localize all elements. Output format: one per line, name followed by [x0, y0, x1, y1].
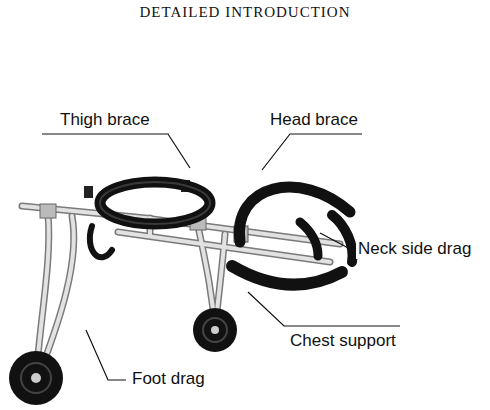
part-label: Head brace: [268, 110, 360, 130]
hub: [211, 326, 219, 334]
leader-line: [248, 292, 400, 326]
thigh-brace-highlight: [100, 182, 210, 224]
leader-lines: [42, 134, 400, 380]
frame-tube: [22, 206, 340, 378]
tyre: [193, 308, 237, 352]
hub: [31, 373, 41, 383]
leader-line: [320, 233, 352, 250]
rim: [203, 318, 227, 342]
rear-strut: [40, 216, 74, 372]
neck-side-pad: [332, 215, 353, 262]
leader-line: [42, 134, 190, 168]
part-label: Neck side drag: [356, 239, 473, 259]
part-label: Chest support: [288, 331, 398, 351]
frame-tube-outline: [22, 206, 340, 378]
rear-wheel: [9, 351, 63, 405]
thigh-brace-pad: [100, 182, 210, 224]
leader-line: [262, 134, 362, 170]
leader-line: [86, 330, 126, 380]
page-title: DETAILED INTRODUCTION: [0, 4, 490, 21]
rim: [21, 363, 51, 393]
clamp: [40, 204, 56, 218]
tyre: [9, 351, 63, 405]
part-label: Foot drag: [130, 369, 207, 389]
leg-strap: [90, 226, 112, 257]
neck-side-pad: [300, 222, 318, 256]
adjust-knob: [84, 186, 93, 198]
part-label: Thigh brace: [58, 110, 152, 130]
chest-support-pad: [232, 266, 342, 285]
front-wheel: [193, 308, 237, 352]
